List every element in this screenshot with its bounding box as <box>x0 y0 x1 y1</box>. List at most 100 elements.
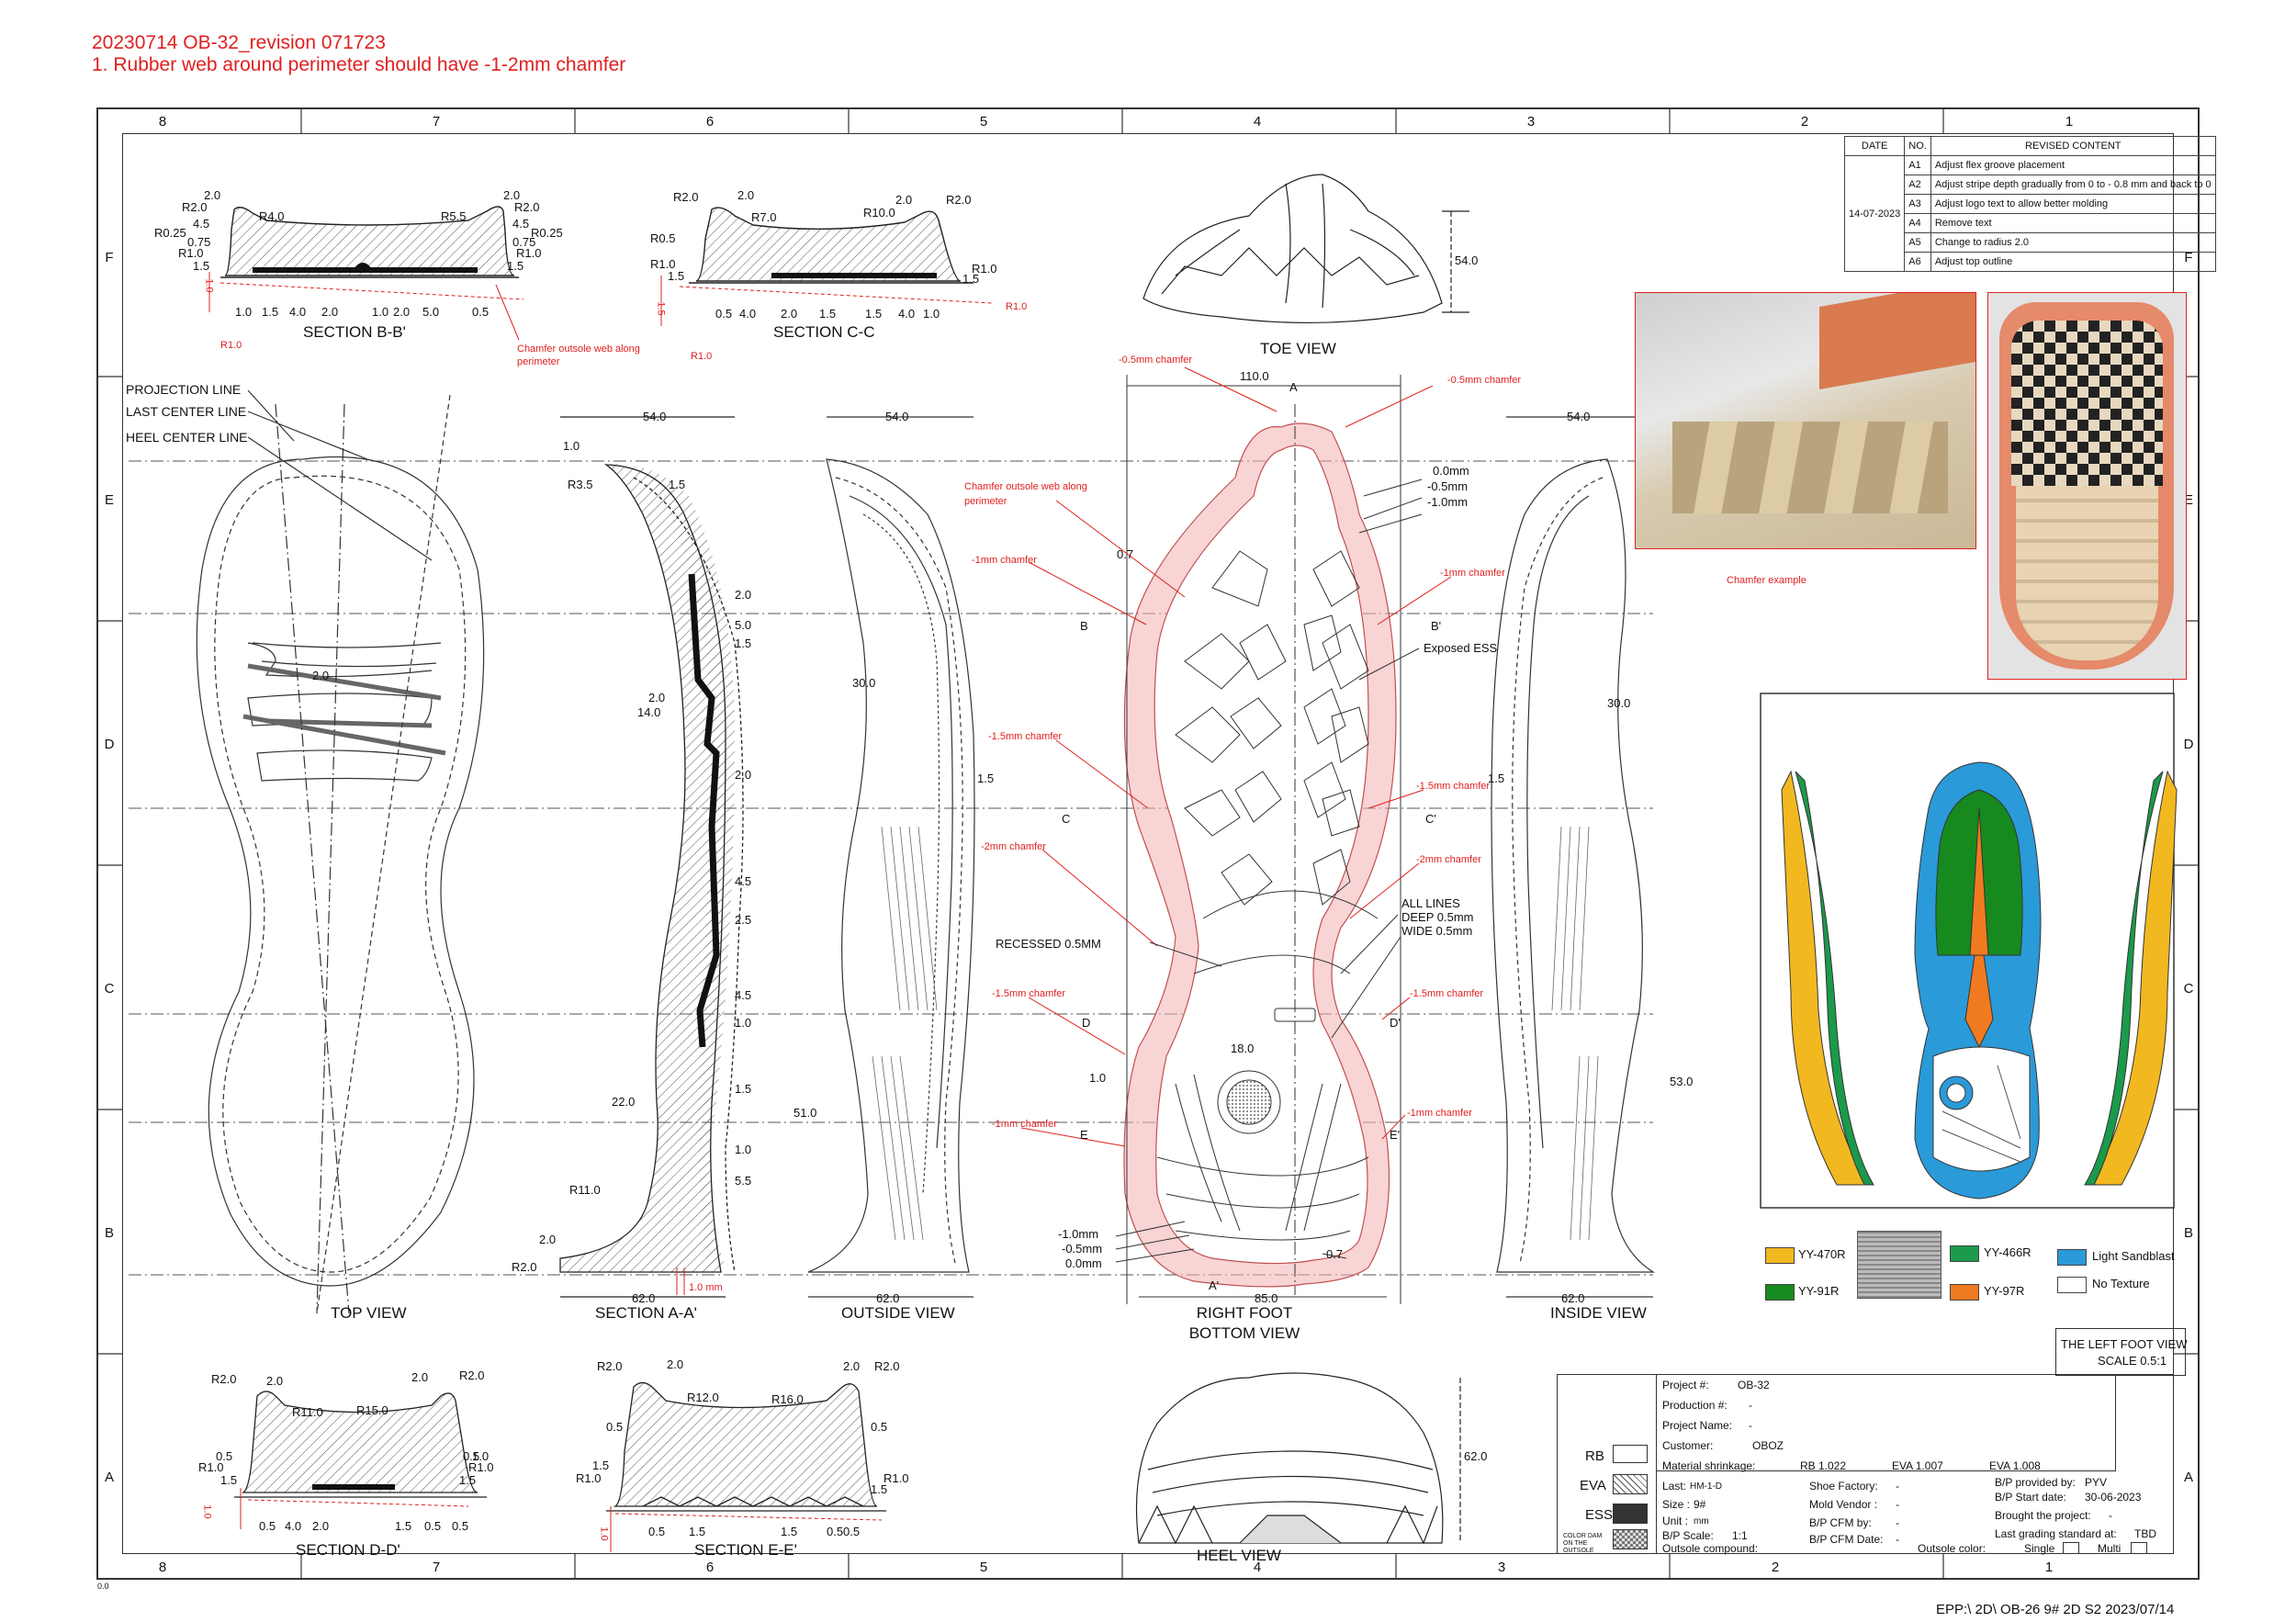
dim: 1.5 <box>193 259 210 273</box>
red-note: Chamfer outsole web along <box>964 481 1087 492</box>
recessed-note: RECESSED 0.5MM <box>996 937 1101 951</box>
dim-red: R1.0 <box>691 351 713 362</box>
zone-col-3: 3 <box>1526 114 1536 130</box>
rev-no: A1 <box>1904 155 1931 175</box>
dim: 1.5 <box>819 307 837 321</box>
red-note: -1.5mm chamfer <box>1410 988 1484 999</box>
legend-rb: RB <box>1585 1448 1604 1464</box>
dim-red-fine: 1.0 mm <box>689 1282 723 1293</box>
dim: 2.0 <box>539 1233 557 1246</box>
dim: 1.5 <box>507 259 524 273</box>
section-mark-b: B <box>1080 619 1088 633</box>
label: Last: <box>1662 1480 1687 1492</box>
dim: 2.0 <box>667 1357 684 1371</box>
depth-label: -0.5mm <box>1427 479 1469 493</box>
dim: 1.5 <box>962 272 980 286</box>
dim-bottom-85: 85.0 <box>1255 1291 1278 1305</box>
dim: 2.0 <box>648 691 666 704</box>
dim: 0.7 <box>1117 547 1134 561</box>
dim: 1.0 <box>735 1016 752 1030</box>
legend-label: Light Sandblast <box>2092 1249 2175 1263</box>
depth-label: 0.0mm <box>1065 1256 1102 1270</box>
dim: 1.5 <box>865 307 883 321</box>
chamfer-photo-1 <box>1635 292 1976 549</box>
dim: 1.5 <box>871 1482 888 1496</box>
value: - <box>2109 1509 2112 1522</box>
value: - <box>1749 1399 1752 1412</box>
dim: 2.0 <box>843 1359 861 1373</box>
left-foot-note-box <box>2055 1328 2186 1376</box>
rev-date: 14-07-2023 <box>1843 155 1906 272</box>
dim: R2.0 <box>182 200 208 214</box>
dim: 1.5 <box>220 1473 238 1487</box>
dim: 2.0 <box>735 768 752 782</box>
value: EVA 1.007 <box>1892 1459 1943 1472</box>
zone-row-b-right: B <box>2183 1225 2193 1241</box>
zone-col-3-bottom: 3 <box>1497 1560 1506 1575</box>
dim: 1.0 <box>735 1143 752 1156</box>
section-mark-d: D <box>1082 1016 1091 1030</box>
zone-row-e: E <box>104 492 114 508</box>
zone-col-4: 4 <box>1253 114 1262 130</box>
revision-table: DATE NO. REVISED CONTENT 14-07-2023 A1 A… <box>1843 136 2216 272</box>
dim: 4.5 <box>512 217 530 231</box>
value: HM-1-D <box>1690 1481 1722 1492</box>
title-section-bb: SECTION B-B' <box>303 323 406 341</box>
dim-outside-width: 54.0 <box>885 410 909 423</box>
zone-col-2-bottom: 2 <box>1771 1560 1780 1575</box>
legend-label: YY-97R <box>1984 1284 2025 1298</box>
dim: 1.0 <box>923 307 940 321</box>
value: EVA 1.008 <box>1989 1459 2041 1472</box>
title-right-foot: RIGHT FOOT <box>1196 1304 1293 1322</box>
option-multi: Multi <box>2098 1542 2122 1555</box>
projection-line-label: PROJECTION LINE <box>126 382 242 397</box>
dim: R11.0 <box>569 1183 601 1197</box>
swatch-light-sandblast <box>2057 1249 2087 1266</box>
dim: R3.5 <box>568 478 593 491</box>
logo-dim: 18.0 <box>1231 1042 1255 1055</box>
dim: R2.0 <box>946 193 972 207</box>
dim: R12.0 <box>687 1391 719 1404</box>
label: Outsole compound: <box>1662 1542 1759 1555</box>
dim: 0.75 <box>187 235 211 249</box>
dim: R1.0 <box>884 1471 909 1485</box>
label: Customer: <box>1662 1439 1714 1452</box>
rev-content: Adjust flex groove placement <box>1930 155 2216 175</box>
dim: R0.25 <box>154 226 186 240</box>
value: 30-06-2023 <box>2085 1491 2142 1504</box>
dim: 0.5 <box>606 1420 624 1434</box>
all-lines-note-3: WIDE 0.5mm <box>1401 924 1473 938</box>
dim: R2.0 <box>673 190 699 204</box>
rev-content: Adjust stripe depth gradually from 0 to … <box>1930 175 2216 195</box>
dim: R1.0 <box>516 246 542 260</box>
dim: 2.0 <box>735 588 752 602</box>
rev-content: Adjust top outline <box>1930 252 2216 272</box>
dim: 0.5 <box>648 1525 666 1538</box>
value: - <box>1749 1419 1752 1432</box>
red-note: -2mm chamfer <box>1416 854 1481 865</box>
zone-col-2: 2 <box>1800 114 1809 130</box>
dim-bottom-width: 110.0 <box>1240 369 1269 383</box>
exposed-ess-note: Exposed ESS <box>1424 641 1498 655</box>
dim: 2.0 <box>895 193 913 207</box>
value: - <box>1896 1498 1899 1511</box>
dim-inside-53: 53.0 <box>1670 1075 1694 1088</box>
swatch-yy470r <box>1765 1247 1795 1264</box>
section-mark-d2: D' <box>1390 1016 1401 1030</box>
dim: 0.5 <box>472 305 490 319</box>
rev-header-no: NO. <box>1904 136 1931 156</box>
dim: R1.0 <box>576 1471 602 1485</box>
dim: 2.0 <box>737 188 755 202</box>
title-toe-view: TOE VIEW <box>1260 340 1336 357</box>
dim: 0.7 <box>1326 1247 1344 1261</box>
red-note: -1mm chamfer <box>972 555 1037 566</box>
dim: 1.0 <box>235 305 253 319</box>
dim: R4.0 <box>259 209 285 223</box>
zone-row-c-right: C <box>2183 981 2194 997</box>
dim: R1.0 <box>650 257 676 271</box>
red-note: -1.5mm chamfer <box>1416 781 1491 792</box>
dim: 4.5 <box>735 874 752 888</box>
rev-header-date: DATE <box>1843 136 1906 156</box>
label: B/P Start date: <box>1995 1491 2066 1504</box>
